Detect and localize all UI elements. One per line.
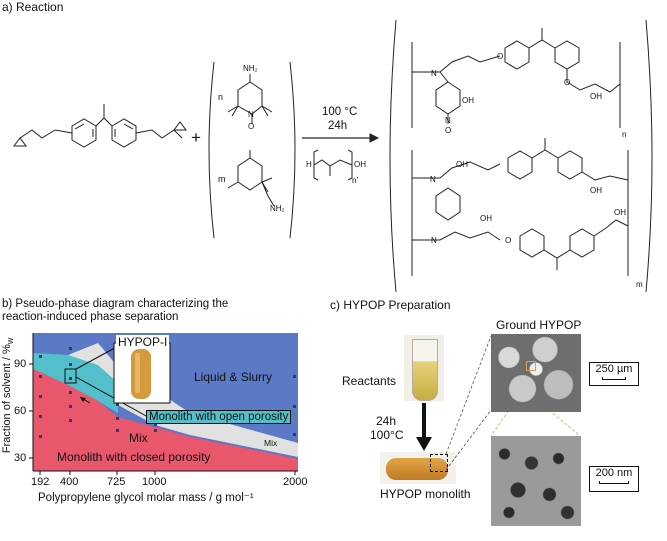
product-tempo — [435, 81, 461, 115]
region-closed-label: Monolith with closed porosity — [57, 450, 211, 464]
product-top-ether-2: O — [564, 78, 571, 87]
ipda-ring — [237, 157, 263, 191]
product-top-tempo-o: O — [445, 126, 452, 135]
hypop-i-callout: HYPOP-I — [116, 335, 170, 349]
y-axis-label-sub: W — [8, 337, 16, 345]
region-open-label: Monolith with open porosity — [146, 410, 292, 424]
amine-paren-left — [208, 61, 215, 239]
xtick-1000: 1000 — [142, 476, 167, 488]
region-mix-small-label: Mix — [264, 438, 278, 448]
panel-c-title: c) HYPOP Preparation — [330, 298, 451, 312]
product-paren-left — [389, 19, 397, 293]
product-top-amine-n: N — [431, 69, 437, 78]
product-paren-right — [645, 19, 653, 293]
product-ipda — [435, 187, 461, 221]
product-bottom-oh-2: OH — [614, 208, 626, 217]
product-benzene-4 — [557, 150, 583, 180]
amine-top-label: NH₂ — [243, 64, 258, 73]
product-mid-amine-n: N — [430, 175, 436, 184]
nitroxide-o-label: O — [248, 122, 255, 131]
scale-bar-1-label: 250 µm — [595, 363, 633, 375]
product-benzene-2 — [554, 40, 580, 70]
epoxide-left — [13, 137, 27, 147]
reaction-time: 24h — [328, 120, 348, 132]
scale-bar-1: 250 µm — [589, 362, 639, 386]
benzene-left — [71, 118, 97, 148]
nitroxide-n-label: N — [248, 110, 254, 119]
hypop-i-sample — [131, 349, 151, 399]
ppg-bracket — [313, 149, 353, 181]
ppg-h-label: H — [306, 160, 312, 169]
phase-diagram — [29, 333, 298, 475]
xtick-725: 725 — [107, 476, 126, 488]
sem-ground-image — [491, 334, 581, 412]
panel-b-title-line1: b) Pseudo-phase diagram characterizing t… — [2, 298, 229, 310]
m-coefficient: m — [218, 174, 226, 184]
product-top-tempo-n: N — [445, 116, 451, 125]
ytick-60: 60 — [14, 405, 27, 417]
ppg-oh-label: OH — [354, 160, 366, 169]
plot-region-closed — [33, 369, 298, 471]
product-benzene-5 — [519, 228, 545, 258]
product-m-subscript: m — [636, 280, 643, 289]
epoxide-right — [173, 121, 187, 131]
region-mix-label: Mix — [129, 431, 148, 445]
reactants-photo — [404, 335, 444, 401]
y-axis-label: Fraction of solvent / %W — [0, 338, 15, 454]
panel-b-title-line2: reaction-induced phase separation — [2, 311, 179, 323]
prep-temp: 100°C — [370, 428, 404, 442]
monolith-photo — [380, 452, 456, 484]
benzene-right — [111, 118, 137, 148]
product-benzene-6 — [569, 228, 595, 258]
reaction-scheme — [13, 19, 653, 293]
sem-pore-image — [491, 436, 581, 526]
product-bottom-oh-1: OH — [480, 214, 492, 223]
ytick-90: 90 — [14, 358, 27, 370]
plot-region-mix — [68, 343, 298, 457]
amine-bottom-label: NH₂ — [270, 204, 285, 213]
xtick-192: 192 — [31, 476, 50, 488]
panel-a-title: a) Reaction — [2, 0, 64, 14]
y-axis-label-text: Fraction of solvent / % — [0, 344, 13, 454]
plus-sign: + — [191, 128, 201, 147]
region-liquid-label: Liquid & Slurry — [194, 370, 273, 384]
product-bottom-amine-n: N — [431, 236, 437, 245]
ppg-n-subscript: n' — [352, 176, 358, 185]
scale-bar-2: 200 nm — [589, 466, 639, 492]
monolith-label: HYPOP monolith — [380, 487, 471, 501]
ground-label: Ground HYPOP — [496, 318, 582, 332]
product-mid-oh-1: OH — [456, 160, 468, 169]
prep-time: 24h — [376, 414, 397, 428]
hypop-i-marker — [64, 368, 77, 384]
product-bottom-ether: O — [505, 236, 512, 245]
reaction-temp: 100 °C — [322, 106, 358, 118]
product-top-ether-1: O — [497, 52, 504, 61]
product-benzene-3 — [507, 150, 533, 180]
ytick-30: 30 — [14, 452, 27, 464]
amine-paren-right — [289, 61, 296, 239]
product-n-subscript: n — [622, 130, 627, 139]
product-benzene-1 — [504, 40, 530, 70]
prep-arrow — [416, 403, 432, 451]
n-coefficient: n — [218, 92, 224, 102]
x-axis-label: Polypropylene glycol molar mass / g mol⁻… — [38, 492, 254, 504]
product-mid-oh-2: OH — [590, 186, 602, 195]
product-top-oh-1: OH — [462, 96, 474, 105]
scale-bar-2-label: 200 nm — [595, 467, 633, 479]
product-top-oh-2: OH — [590, 92, 602, 101]
xtick-400: 400 — [60, 476, 79, 488]
xtick-2000: 2000 — [283, 476, 308, 488]
reactants-label: Reactants — [342, 374, 397, 388]
